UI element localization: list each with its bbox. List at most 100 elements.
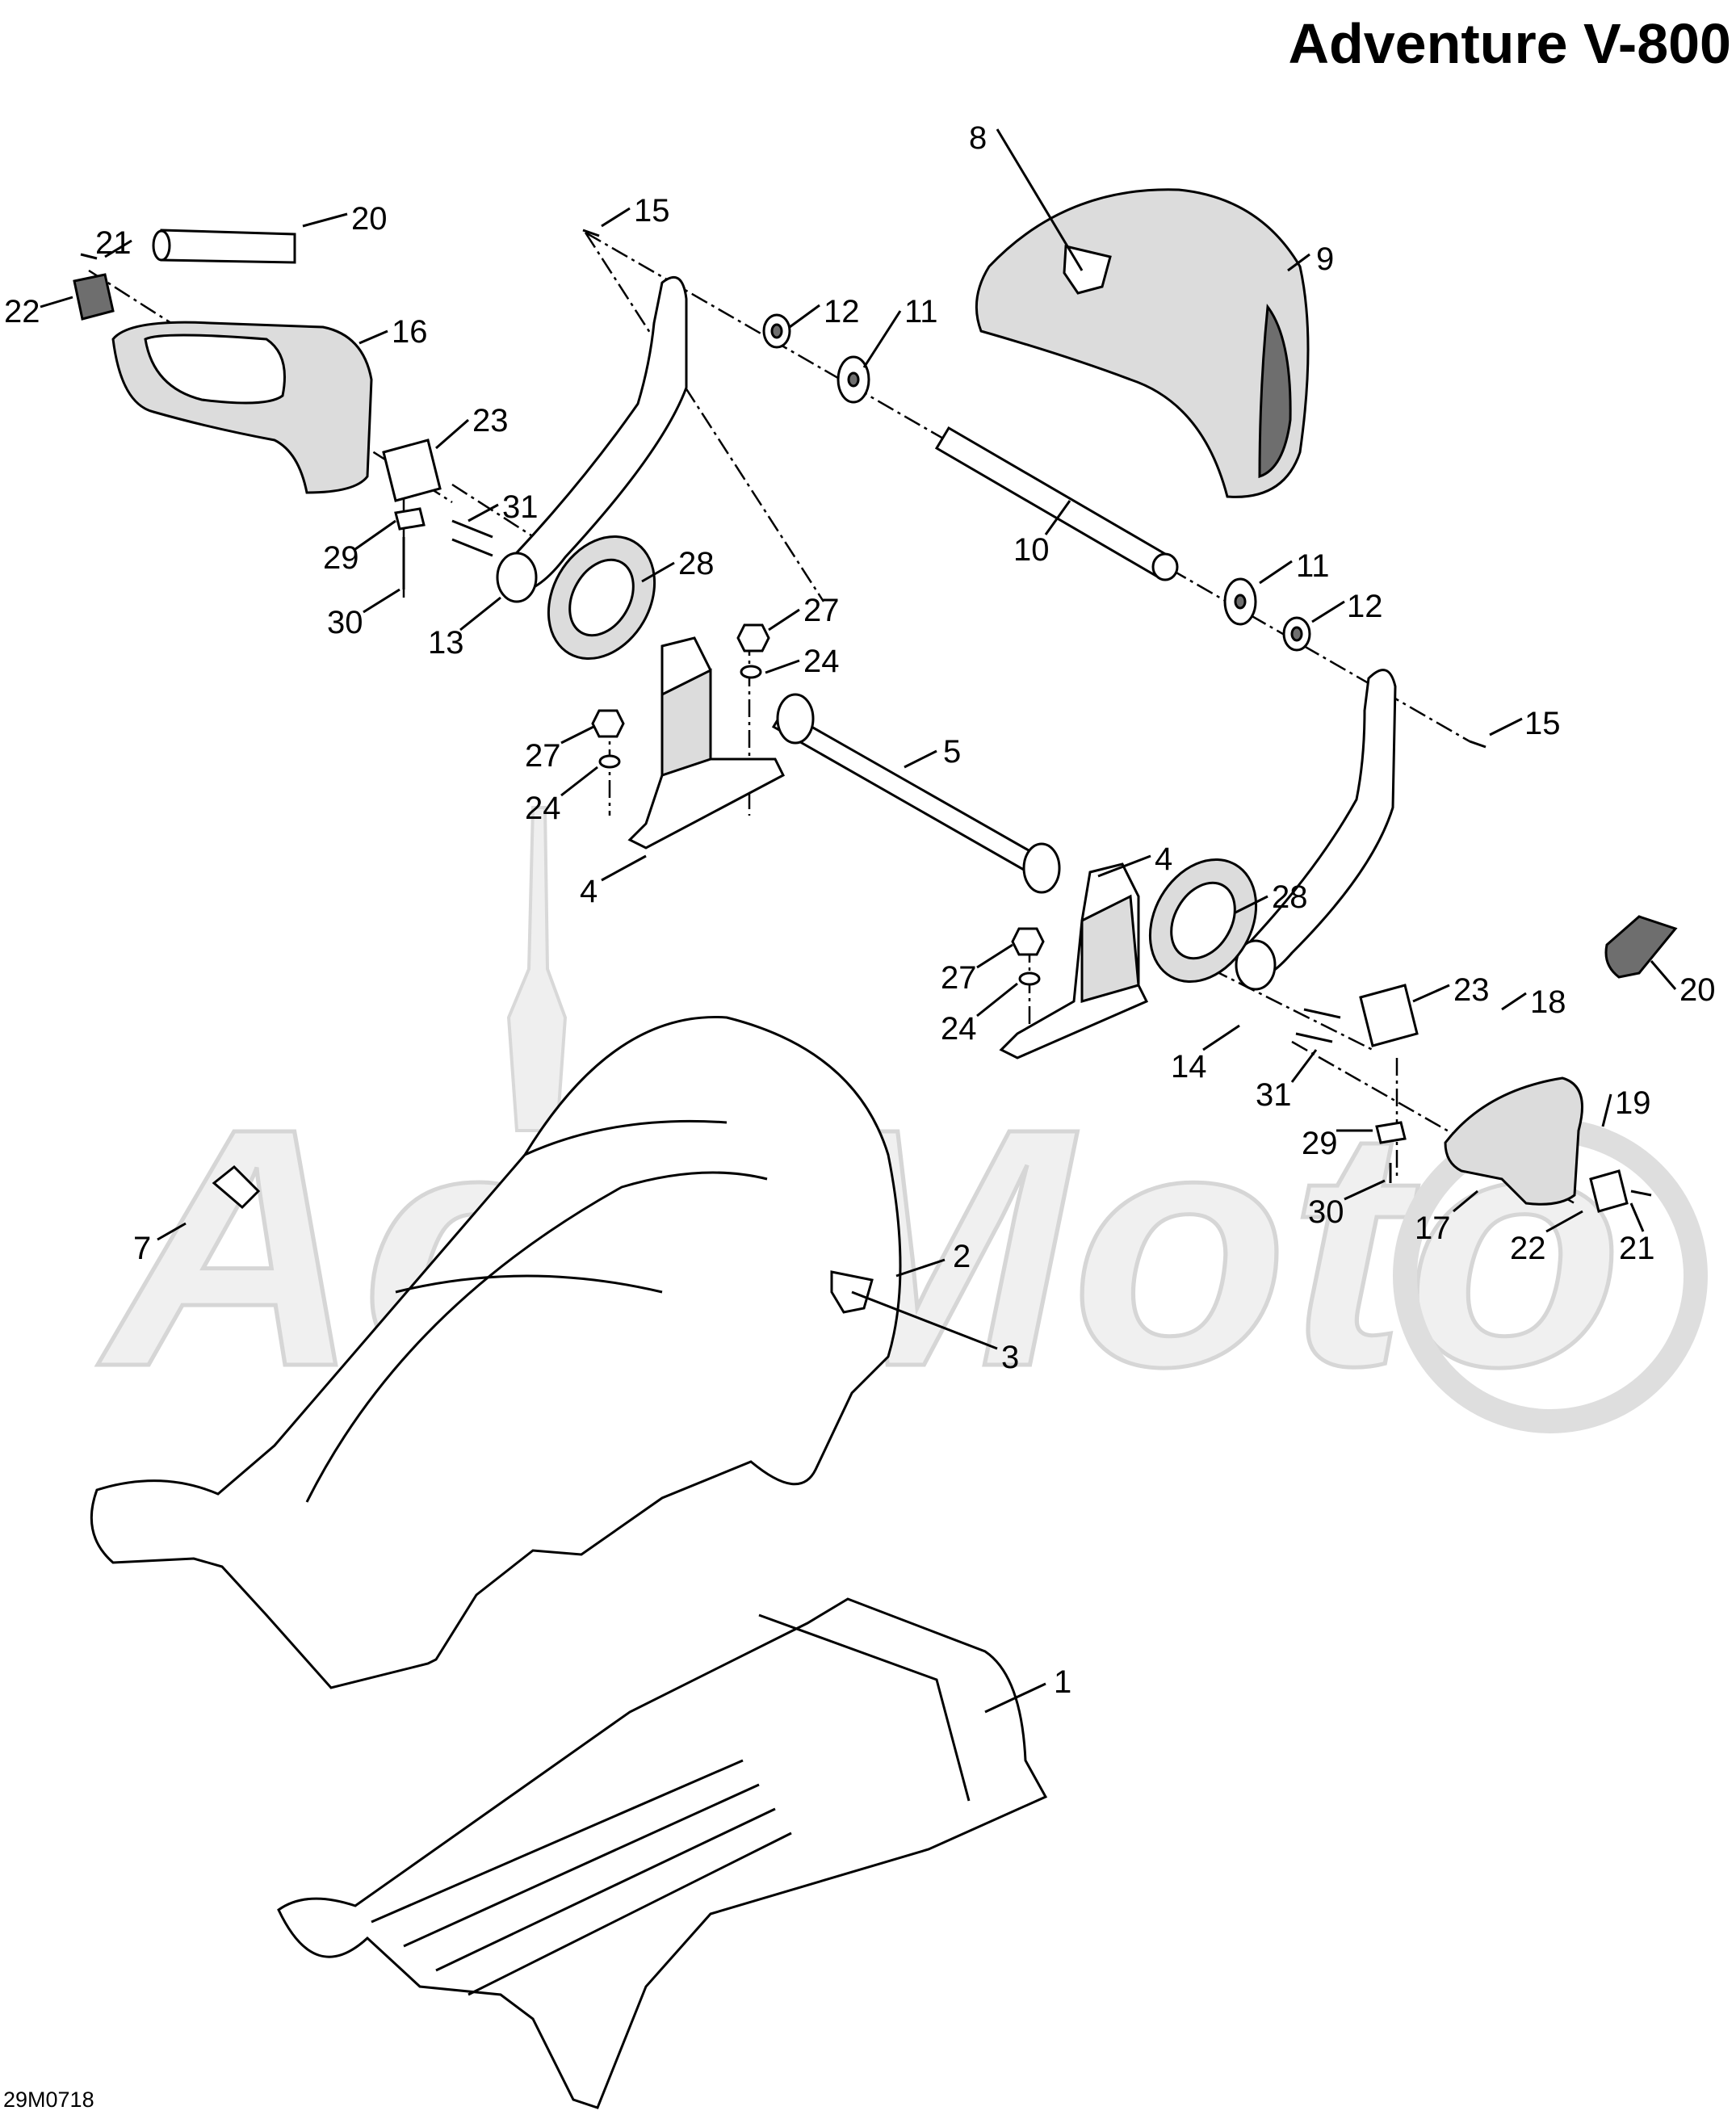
nuts-and-washers [591,623,1045,986]
callout-29: 29 [323,540,359,576]
leader-line-28 [1235,895,1268,914]
callout-12: 12 [1347,589,1383,624]
leader-line-15 [601,207,631,228]
leader-line-16 [359,329,388,345]
leader-line-4 [601,854,647,882]
leader-line-15 [1489,717,1523,736]
callout-5: 5 [943,734,961,770]
leader-line-22 [40,296,73,308]
callout-28: 28 [1272,879,1308,915]
callout-23: 23 [472,403,509,438]
leader-line-7 [157,1222,187,1241]
callout-14: 14 [1171,1049,1207,1085]
leader-line-19 [1601,1093,1612,1127]
leader-line-18 [1501,992,1527,1011]
washers-and-spacers [762,313,1311,652]
leader-line-30 [363,588,400,614]
callout-30: 30 [1308,1194,1344,1230]
right-grip [1604,915,1678,979]
callout-10: 10 [1013,532,1050,568]
callouts: 1234457891011111212131415151617181920202… [4,120,1716,1714]
leader-line-24 [976,982,1018,1018]
right-arm [1237,669,1397,983]
leader-line-21 [1629,1202,1645,1232]
diagram-title: Adventure V-800 [1288,12,1731,75]
callout-11: 11 [1296,548,1330,584]
callout-11: 11 [904,294,938,329]
callout-20: 20 [1679,972,1716,1008]
leader-line-24 [765,659,800,674]
backrest-tube [934,426,1173,580]
callout-20: 20 [351,201,388,237]
left-cap [73,273,115,321]
right-handle [1444,1076,1583,1206]
callout-29: 29 [1302,1126,1338,1161]
leader-line-8 [996,128,1084,271]
leader-line-12 [789,304,820,329]
seat-base [277,1597,1048,2109]
right-arm-hub [1235,939,1277,991]
leader-line-27 [768,608,800,632]
callout-12: 12 [824,294,860,329]
callout-18: 18 [1530,984,1566,1020]
callout-27: 27 [941,960,977,996]
callout-3: 3 [1001,1340,1019,1375]
leader-line-11 [862,310,902,368]
leader-line-2 [895,1258,946,1278]
callout-24: 24 [803,644,840,679]
leader-line-24 [560,766,598,797]
callout-8: 8 [969,120,987,156]
leader-line-14 [1202,1024,1240,1051]
leader-line-13 [459,596,501,632]
leader-line-11 [1259,560,1293,585]
figure-code: 29M0718 [3,2088,94,2112]
leader-line-28 [641,561,675,583]
callout-17: 17 [1415,1211,1451,1246]
leader-line-31 [1290,1049,1318,1083]
callout-27: 27 [803,593,840,628]
callout-13: 13 [428,625,464,661]
leader-line-27 [560,725,594,745]
callout-9: 9 [1316,241,1334,277]
callout-22: 22 [4,294,40,329]
callout-1: 1 [1054,1664,1071,1700]
watermark: ActiMoto [92,806,1708,1440]
leader-line-12 [1311,600,1345,623]
callout-28: 28 [678,546,715,581]
leader-line-30 [1344,1179,1386,1201]
leader-line-4 [1097,854,1151,878]
leader-line-31 [468,503,499,522]
callout-4: 4 [580,874,598,909]
seat-cover [90,1015,902,1689]
leader-line-21 [104,239,132,258]
leader-line-22 [1545,1210,1583,1233]
leader-line-27 [976,943,1013,969]
tube-end [1151,552,1179,581]
right-cap [1589,1169,1629,1213]
callout-21: 21 [1619,1231,1655,1266]
callout-15: 15 [634,193,670,229]
leader-line-23 [1412,984,1450,1003]
callout-15: 15 [1524,706,1561,741]
callout-30: 30 [327,605,363,640]
leader-line-5 [904,749,937,769]
leader-line-9 [1287,253,1310,272]
callout-19: 19 [1615,1085,1651,1121]
callout-16: 16 [392,314,428,350]
callout-31: 31 [502,489,539,525]
leader-line-20 [1650,960,1677,990]
callout-27: 27 [525,738,561,774]
backrest-cushion [975,188,1310,498]
leader-line-10 [1044,500,1071,535]
callout-24: 24 [525,791,561,826]
main-shaft [771,708,1048,879]
leader-line-29 [354,519,396,551]
callout-22: 22 [1510,1231,1546,1266]
leader-line-1 [984,1682,1046,1714]
fasteners [80,229,1652,1197]
leader-line-23 [435,418,469,450]
leader-line-20 [302,212,348,228]
left-grip [160,229,296,264]
callout-2: 2 [953,1239,971,1274]
